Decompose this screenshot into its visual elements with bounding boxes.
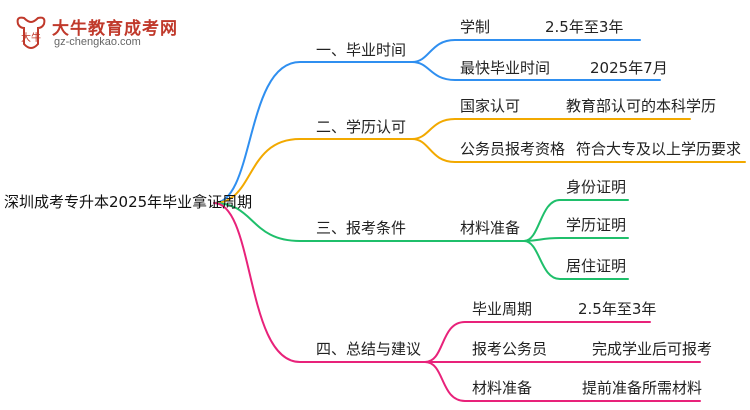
mindmap-root: 深圳成考专升本2025年毕业拿证周期 (4, 193, 253, 211)
connector-branch-1-child-2 (411, 61, 661, 81)
connector-branch-4 (213, 202, 426, 363)
logo-url[interactable]: gz-chengkao.com (54, 36, 141, 48)
branch-1-child-2-value: 2025年7月 (590, 59, 668, 77)
branch-1-label: 一、毕业时间 (316, 41, 407, 59)
branch-1-child-2-label: 最快毕业时间 (460, 59, 551, 77)
branch-3-child-1-label: 身份证明 (566, 178, 627, 196)
connector-branch-3 (213, 202, 413, 242)
branch-2-label: 二、学历认可 (316, 118, 407, 136)
branch-4-child-1-value: 2.5年至3年 (578, 300, 657, 318)
branch-2-child-1-value: 教育部认可的本科学历 (566, 97, 717, 115)
branch-3-child-2-label: 学历证明 (566, 216, 627, 234)
branch-2-child-2-label: 公务员报考资格 (460, 140, 566, 158)
branch-4-child-2-value: 完成学业后可报考 (592, 340, 713, 358)
site-logo: 大牛 大牛教育成考网 gz-chengkao.com (14, 12, 214, 60)
connector-branch-3-child-3 (523, 240, 629, 280)
connector-branch-2 (213, 138, 413, 204)
branch-2-child-2-value: 符合大专及以上学历要求 (576, 140, 742, 158)
connector-branch-4-child-3 (424, 361, 701, 402)
bull-logo-icon: 大牛 (16, 16, 46, 49)
connector-branch-1 (213, 61, 413, 204)
branch-2-child-1-label: 国家认可 (460, 97, 521, 115)
branch-3-label: 三、报考条件 (316, 219, 407, 237)
connector-branch-3-child-2 (523, 237, 629, 242)
branch-3-child-3-label: 居住证明 (566, 257, 627, 275)
branch-4-child-2-label: 报考公务员 (472, 340, 548, 358)
branch-4-child-3-label: 材料准备 (472, 379, 533, 397)
logo-mark-text: 大牛 (21, 31, 41, 44)
branch-4-child-3-value: 提前准备所需材料 (582, 379, 703, 397)
branch-1-child-1-value: 2.5年至3年 (545, 18, 624, 36)
logo-title[interactable]: 大牛教育成考网 (52, 19, 178, 39)
connector-branch-2-child-1 (411, 118, 691, 140)
connector-branch-3-child-1 (523, 199, 629, 242)
connector-branch-2-child-2 (411, 138, 746, 163)
branch-4-child-1-label: 毕业周期 (472, 300, 533, 318)
branch-1-child-1-label: 学制 (460, 18, 491, 36)
branch-3-sub-label: 材料准备 (460, 219, 521, 237)
branch-4-label: 四、总结与建议 (316, 340, 422, 358)
connector-branch-1-child-1 (411, 39, 641, 63)
connector-branch-4-child-1 (424, 321, 651, 363)
